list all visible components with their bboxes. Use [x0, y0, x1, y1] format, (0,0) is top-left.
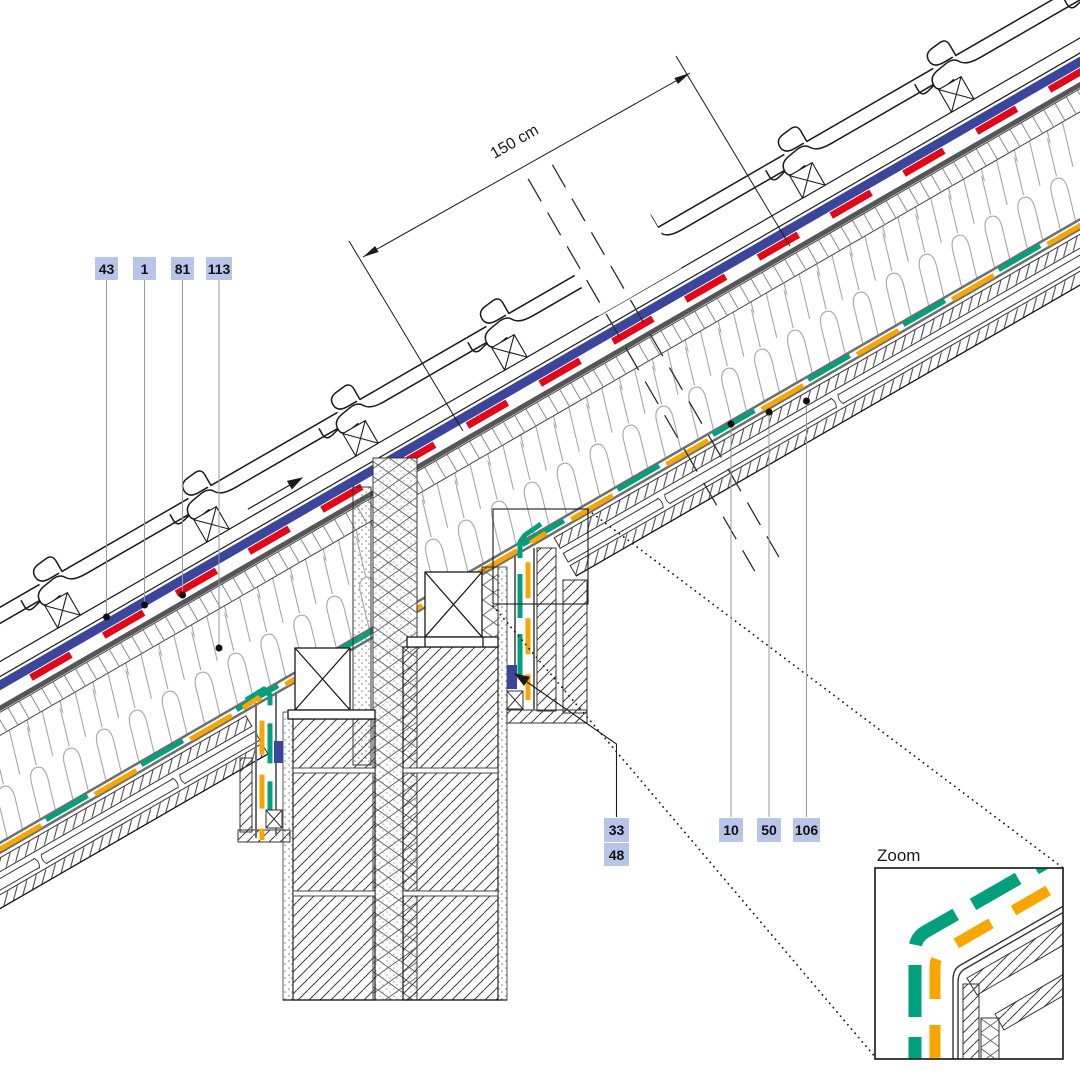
leader-end-dots	[103, 397, 810, 652]
detail-highlight-box	[492, 508, 589, 605]
zoom-inset-title: Zoom	[877, 846, 920, 865]
callout-106[interactable]: 106	[793, 818, 820, 842]
masonry-left-leaf	[292, 718, 376, 1001]
dimension-150cm	[348, 55, 791, 432]
left-wall-connection-detail	[237, 686, 291, 843]
plaster-right	[497, 566, 508, 1001]
zoom-leader-lines	[492, 509, 1064, 1059]
callout-leaders	[106, 280, 807, 817]
masonry-right-leaf	[402, 646, 499, 1001]
timber-beams	[287, 571, 499, 720]
tape-teal-left-wrap	[244, 686, 273, 834]
sarking-membrane-blue	[0, 0, 1080, 758]
roof-assembly	[0, 0, 1080, 923]
right-wall-connection-detail	[506, 521, 588, 724]
callout-50[interactable]: 50	[757, 818, 781, 842]
dimension-label: 150 cm	[488, 122, 542, 163]
sarking-board-layer	[0, 24, 1080, 792]
zoom-tape-teal	[908, 868, 1050, 1059]
tape-orange-right-wrap	[525, 530, 548, 700]
seal-element-left	[274, 741, 283, 763]
seal-element-right	[507, 665, 517, 689]
chimney-wall	[282, 457, 508, 1001]
callout-48[interactable]: 48	[604, 843, 629, 866]
tape-orange-left-wrap	[241, 695, 265, 840]
membrane-support-line	[0, 19, 1080, 774]
roof-tiles	[0, 0, 1080, 661]
callout-33[interactable]: 33	[604, 818, 629, 842]
tape-teal-right-wrap	[517, 521, 543, 694]
callout-33-48-leader	[514, 673, 618, 817]
zoom-inset	[874, 867, 1064, 1060]
insulation-layer	[0, 41, 1080, 872]
ventilation-arrow	[247, 477, 304, 510]
callout-10[interactable]: 10	[719, 818, 743, 842]
interior-lining-left	[0, 715, 269, 923]
zoom-tape-orange	[929, 875, 1063, 1059]
callout-43[interactable]: 43	[95, 257, 118, 280]
plaster-left	[282, 711, 294, 1001]
tape-teal	[0, 122, 1080, 877]
callout-81[interactable]: 81	[171, 257, 194, 280]
airtight-membrane	[0, 121, 1080, 881]
tape-orange	[0, 124, 1080, 880]
callout-1[interactable]: 1	[133, 257, 156, 280]
callout-113[interactable]: 113	[206, 257, 232, 280]
